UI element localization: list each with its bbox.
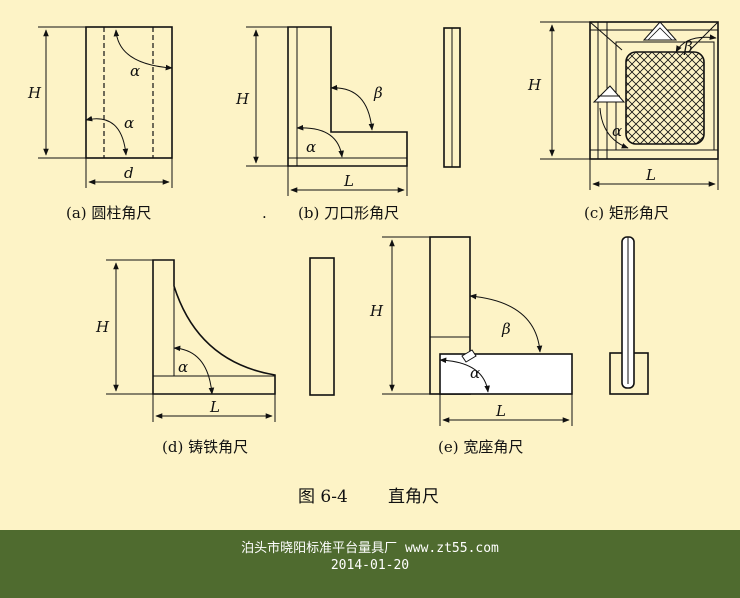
panel-e-caption: (e) 宽座角尺 xyxy=(438,438,523,456)
panel-c-alpha-label: α xyxy=(612,122,622,140)
figure-title: 直角尺 xyxy=(388,487,439,507)
panel-c-beta-label: β xyxy=(683,38,693,56)
footer-banner: 泊头市晓阳标准平台量具厂 www.zt55.com 2014-01-20 xyxy=(0,530,740,598)
panel-d-cast-iron-square: H L α (d) 铸铁角尺 xyxy=(95,257,335,456)
panel-a-cylindrical-square: H d α α (a) 圆柱角尺 xyxy=(27,26,173,222)
panel-d-alpha-label: α xyxy=(178,358,188,376)
panel-b-beta-label: β xyxy=(373,84,383,102)
panel-a-d-label: d xyxy=(124,164,134,182)
panel-e-L-label: L xyxy=(495,402,506,420)
panel-a-alpha-top: α xyxy=(130,62,140,80)
stray-mark: . xyxy=(262,204,267,222)
panel-c-caption: (c) 矩形角尺 xyxy=(584,204,669,222)
panel-c-H-label: H xyxy=(527,76,542,94)
panel-d-caption: (d) 铸铁角尺 xyxy=(162,438,248,456)
panel-b-H-label: H xyxy=(235,90,250,108)
panel-e-H-label: H xyxy=(369,302,384,320)
panel-d-L-label: L xyxy=(209,398,220,416)
panel-a-H-label: H xyxy=(27,84,42,102)
figure-canvas: H d α α (a) 圆柱角尺 H L β α . xyxy=(27,21,719,507)
panel-c-L-label: L xyxy=(645,166,656,184)
panel-d-H-label: H xyxy=(95,318,110,336)
footer-company-url: 泊头市晓阳标准平台量具厂 www.zt55.com xyxy=(241,541,499,556)
panel-b-alpha-label: α xyxy=(306,138,316,156)
panel-e-wide-base-square: H L β α (e) 宽座角尺 xyxy=(369,236,649,456)
panel-a-alpha-bottom: α xyxy=(124,114,134,132)
panel-a-caption: (a) 圆柱角尺 xyxy=(66,204,151,222)
panel-b-caption: (b) 刀口形角尺 xyxy=(298,204,399,222)
panel-b-L-label: L xyxy=(343,172,354,190)
panel-e-beta-label: β xyxy=(501,320,511,338)
figure-number: 图 6-4 xyxy=(298,487,348,507)
panel-b-knife-edge-square: H L β α . (b) 刀口形角尺 xyxy=(235,26,461,222)
panel-c-rectangular-square: H L β α (c) 矩形角尺 xyxy=(527,21,719,222)
footer-date: 2014-01-20 xyxy=(330,558,410,573)
panel-e-alpha-label: α xyxy=(470,364,480,382)
